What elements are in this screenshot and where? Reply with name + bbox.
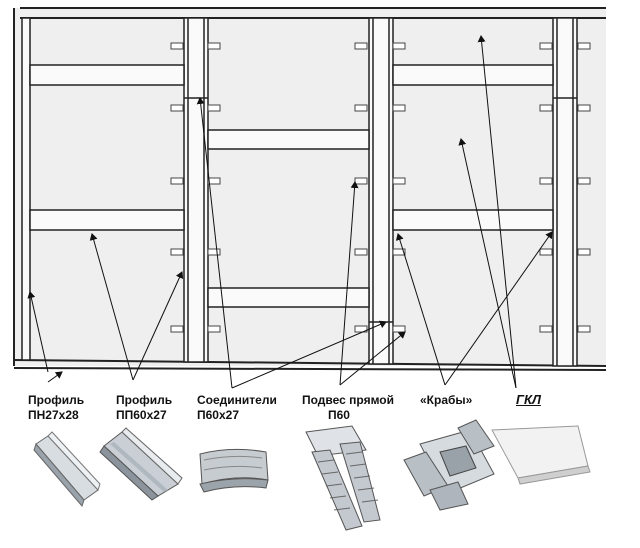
label-crabs: «Крабы» [420,393,472,408]
label-connectors-line1: Соединители [197,393,277,407]
stud-inner-lines [187,18,574,366]
gkl-sheet-thumbnail [491,425,591,485]
frame-panel [14,8,606,366]
label-gkl-text: ГКЛ [516,392,541,407]
label-gkl: ГКЛ [516,392,541,407]
label-profile-pn-line1: Профиль [28,393,85,407]
label-hanger-line2: П60 [328,408,350,422]
profile-pp-thumbnail [99,427,183,501]
label-connectors: Соединители П60х27 [197,393,277,423]
label-profile-pp-line2: ПП60х27 [116,408,167,422]
label-crabs-text: «Крабы» [420,393,473,407]
profile-pn-thumbnail [33,431,101,507]
label-hanger-line1: Подвес прямой [302,393,395,407]
horizontal-profiles [29,64,554,308]
label-profile-pn-line2: ПН27х28 [28,408,79,422]
connector-thumbnail [199,448,269,493]
connector-tabs [170,42,591,333]
crab-thumbnail [403,419,495,511]
label-profile-pp: Профиль ПП60х27 [116,393,172,423]
label-profile-pn: Профиль ПН27х28 [28,393,84,423]
label-hanger: Подвес прямой П60 [302,393,394,423]
label-connectors-line2: П60х27 [197,408,239,422]
hanger-thumbnail [305,425,381,531]
label-profile-pp-line1: Профиль [116,393,173,407]
leader-lines [27,35,553,389]
frame-outline [13,7,607,371]
